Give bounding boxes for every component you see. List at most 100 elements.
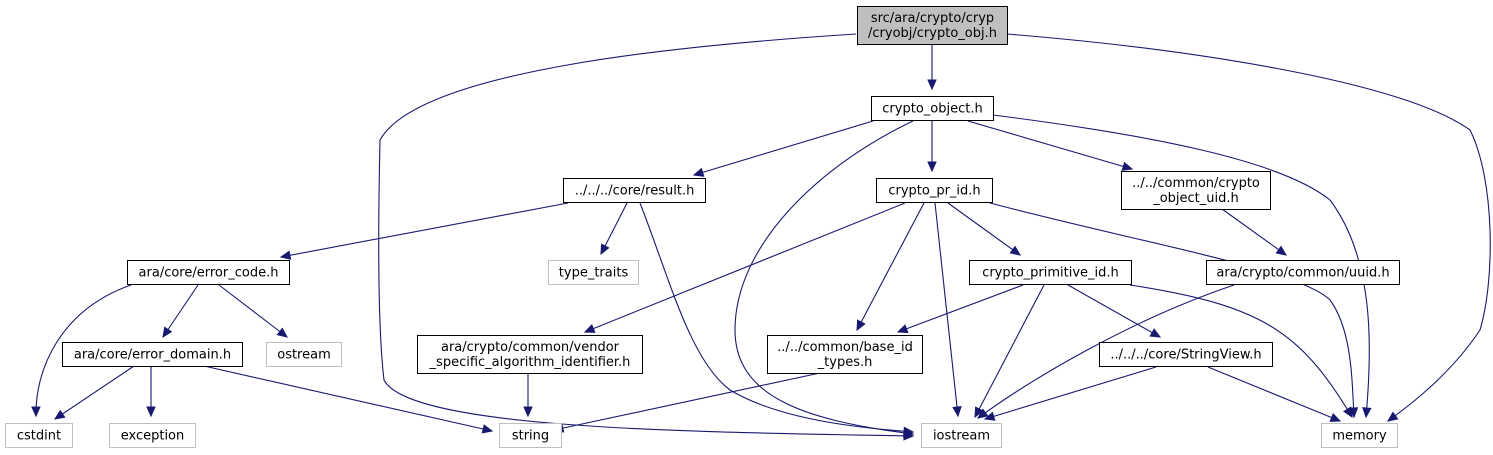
node-crypto-pr-id[interactable]: crypto_pr_id.h [876,178,993,203]
node-root[interactable]: src/ara/crypto/cryp/cryobj/crypto_obj.h [857,6,1008,45]
edge-arrowhead [583,324,596,333]
edges-layer [31,33,1491,441]
node-box [548,260,639,285]
edge-line [162,284,199,338]
edge-arrowhead [927,161,937,173]
edge-arrowhead [1343,406,1353,419]
edge-crypto_object-to-crypto_pr_id [927,121,937,173]
edge-line [1221,208,1287,256]
edge-line [856,202,925,331]
edge-crypto_pr_id-to-crypto_primitive_id [947,202,1021,256]
node-label: /cryobj/crypto_obj.h [868,26,997,41]
node-box [871,96,994,121]
node-label: ara/core/error_code.h [139,266,279,281]
node-box [62,342,243,367]
node-label: ara/crypto/common/vendor [441,340,620,355]
node-label: crypto_pr_id.h [888,184,980,199]
node-crypto-primitive-id[interactable]: crypto_primitive_id.h [969,260,1132,285]
edge-line [1129,284,1353,418]
edge-line [984,366,1157,420]
edge-line [35,284,132,417]
edge-arrowhead [974,406,984,419]
edge-arrowhead [523,406,533,418]
node-label: _specific_algorithm_identifier.h [429,355,631,370]
node-exception: exception [109,423,196,448]
node-label: memory [1332,429,1387,444]
node-cstdint: cstdint [5,423,73,448]
edge-error_domain-to-cstdint [53,365,135,420]
edge-line [967,120,1133,170]
node-label: ara/crypto/common/uuid.h [1216,266,1389,281]
node-label: cstdint [17,429,61,444]
node-label: string [512,429,549,444]
node-label: src/ara/crypto/cryp [871,11,994,26]
node-label: type_traits [559,266,629,281]
edge-line [734,120,914,435]
edge-root-to-crypto_object [927,44,937,91]
edge-error_code-to-ostream [218,284,288,338]
edge-result-to-type_traits [600,202,628,256]
node-box [499,423,562,448]
node-label: crypto_object.h [882,102,982,117]
node-base-id-types[interactable]: ../../common/base_id_types.h [767,335,923,374]
edge-line [1006,33,1491,422]
edge-crypto_pr_id-to-vendor_alg [583,202,906,333]
node-memory: memory [1321,423,1398,448]
edge-string_view-to-memory [1207,366,1342,422]
edge-arrowhead [279,250,292,260]
edge-line [977,284,1235,419]
node-vendor-alg[interactable]: ara/crypto/common/vendor_specific_algori… [417,335,643,374]
edge-line [218,284,288,338]
edge-root-to-memory [1006,33,1491,422]
node-box [1099,342,1273,367]
edge-line [553,372,821,431]
node-label: ../../../core/StringView.h [1110,348,1261,363]
edge-line [280,202,569,258]
edge-arrowhead [952,406,962,418]
edge-arrowhead [977,408,989,419]
node-error-code[interactable]: ara/core/error_code.h [127,260,290,285]
edge-arrowhead [896,324,909,334]
node-crypto-object-uid[interactable]: ../../common/crypto_object_uid.h [1121,171,1271,210]
node-string-view[interactable]: ../../../core/StringView.h [1099,342,1273,367]
node-box [876,178,993,203]
edge-crypto_object-to-crypto_object_uid [967,120,1134,171]
edge-result-to-iostream [639,202,915,437]
edge-error_code-to-error_domain [162,284,199,339]
edge-uuid-to-iostream [977,284,1235,419]
edge-line [974,284,1045,418]
edge-crypto_primitive_id-to-base_id_types [896,284,1024,334]
edge-base_id_types-to-string [552,372,821,433]
edge-crypto_object-to-memory [992,114,1372,419]
edge-crypto_primitive_id-to-memory [1129,284,1353,419]
node-box [969,260,1132,285]
edge-error_domain-to-exception [146,366,156,418]
node-uuid[interactable]: ara/crypto/common/uuid.h [1206,260,1400,285]
edge-arrowhead [1329,412,1342,422]
node-result[interactable]: ../../../core/result.h [563,178,706,203]
node-box [5,423,73,448]
node-box [563,178,706,203]
edge-crypto_pr_id-to-base_id_types [856,202,925,332]
edge-line [54,365,135,420]
edge-arrowhead [927,79,937,91]
edge-root-to-iostream [378,33,915,441]
edge-arrowhead [1387,411,1399,422]
edge-line [934,202,959,417]
node-label: ostream [277,348,331,363]
edge-error_code-to-cstdint [31,284,132,418]
node-error-domain[interactable]: ara/core/error_domain.h [62,342,243,367]
edge-arrowhead [903,426,915,437]
node-label: crypto_primitive_id.h [982,266,1119,281]
node-label: ../../../core/result.h [575,184,695,199]
node-crypto-object[interactable]: crypto_object.h [871,96,994,121]
edge-line [897,284,1024,333]
node-label: ara/core/error_domain.h [74,348,231,363]
edge-crypto_object-to-iostream [734,120,915,438]
edge-line [1067,284,1161,338]
edge-line [1207,366,1341,422]
edge-crypto_object_uid-to-uuid [1221,208,1287,256]
edge-string_view-to-iostream [983,366,1157,421]
node-box [127,260,290,285]
nodes-layer: src/ara/crypto/cryp/cryobj/crypto_obj.hc… [5,6,1400,448]
